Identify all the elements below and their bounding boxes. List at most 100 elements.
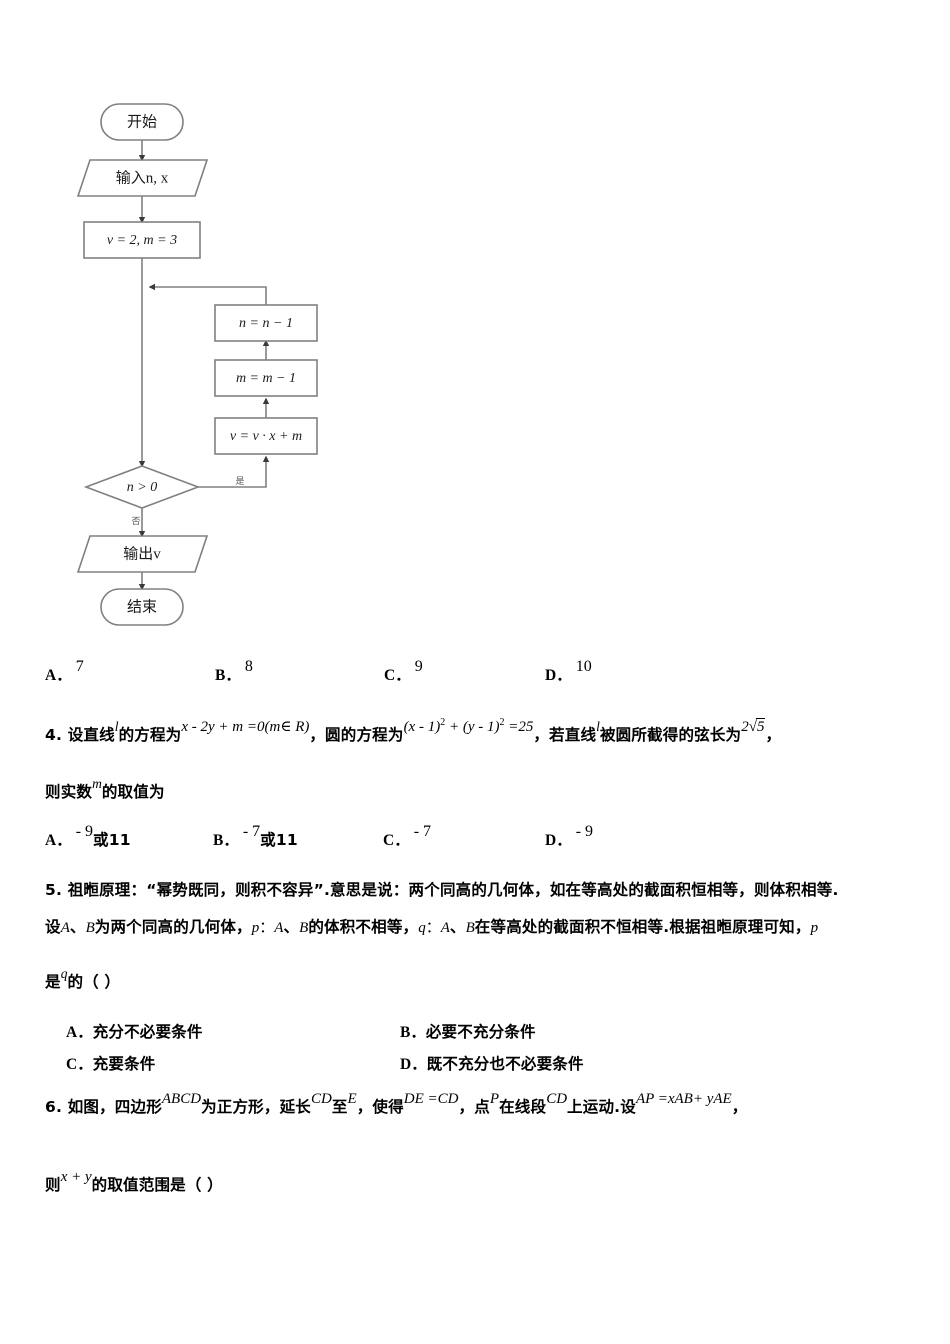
q6-t8: ，	[731, 1098, 748, 1116]
q4-option-c[interactable]: C． - 7	[383, 823, 431, 850]
q5-line2-B3: B	[465, 920, 475, 936]
flowchart-branch-label-no: 否	[131, 516, 140, 526]
q5-option-a[interactable]: A．充分不必要条件	[66, 1020, 203, 1042]
q5-line3-q: q	[60, 966, 68, 981]
q4-option-b-label: B．	[213, 832, 239, 849]
q6-m3: E	[347, 1091, 357, 1107]
q3-option-d-value: 10	[575, 658, 592, 675]
q6-m5: P	[489, 1091, 500, 1107]
q6-t5: ，点	[458, 1098, 490, 1116]
flowchart-node-ndec	[214, 304, 318, 342]
q4-text-2: 的方程为	[118, 726, 182, 744]
q5-line2-q: q	[418, 920, 426, 936]
q6-m1: ABCD	[161, 1091, 202, 1107]
q4-equation-line: x - 2y + m =0(m∈ R)	[181, 719, 310, 735]
q4-option-d[interactable]: D． - 9	[545, 823, 593, 850]
q5-line2-c: 为两个同高的几何体，	[94, 918, 252, 936]
q5-line2-g: ：	[425, 920, 441, 936]
q5-option-a-text: 充分不必要条件	[92, 1023, 203, 1041]
flowchart-node-init	[83, 221, 201, 259]
q4-option-a[interactable]: A． - 9或11	[45, 823, 131, 850]
q5-line1-text: 祖暅原理：“幂势既同，则积不容异”.意思是说：两个同高的几何体，如在等高处的截面…	[67, 881, 839, 899]
q5-stem-line1: 5. 祖暅原理：“幂势既同，则积不容异”.意思是说：两个同高的几何体，如在等高处…	[45, 881, 839, 899]
flowchart-node-end	[100, 588, 184, 626]
q5-line3-a: 是	[45, 973, 61, 991]
q4-chord-radicand: 5	[755, 718, 766, 735]
q4-line2-suffix: 的取值为	[101, 783, 165, 801]
q5-stem-line2: 设A、B为两个同高的几何体，p：A、B的体积不相等，q：A、B在等高处的截面积不…	[45, 918, 818, 936]
q6-stem-line2: 则x + y的取值范围是（ ）	[45, 1170, 223, 1194]
q4-chord-sqrt: √5	[748, 718, 766, 735]
q5-option-b[interactable]: B．必要不充分条件	[400, 1020, 536, 1042]
flowchart-svg: 开始 输入n, x v = 2, m = 3 n = n − 1 m = m −…	[76, 103, 318, 626]
q6-stem-line1: 6. 如图，四边形ABCD为正方形，延长CD至E，使得DE =CD，点P在线段C…	[45, 1092, 748, 1116]
q3-option-b-value: 8	[244, 658, 253, 675]
q6-m2: CD	[310, 1091, 332, 1107]
q6-line2-m: x + y	[60, 1169, 92, 1185]
q5-line2-A3: A	[440, 920, 450, 936]
q5-line2-f: 的体积不相等，	[308, 918, 419, 936]
q5-line2-b: 、	[69, 918, 86, 936]
connector-loopback	[148, 283, 267, 305]
q3-option-b[interactable]: B． 8	[215, 658, 253, 685]
q4-option-d-value: - 9	[575, 823, 594, 840]
q3-option-d-label: D．	[545, 667, 572, 684]
q5-option-d-label: D．	[400, 1056, 427, 1073]
q6-t2: 为正方形，延长	[201, 1098, 311, 1116]
q5-number: 5.	[45, 881, 63, 899]
q5-option-c[interactable]: C．充要条件	[66, 1052, 156, 1074]
q5-line2-i: 在等高处的截面积不恒相等.根据祖暅原理可知，	[474, 918, 811, 936]
q4-stem-line2: 则实数m的取值为	[45, 777, 165, 801]
flowchart-node-vcalc-label: v = v · x + m	[230, 429, 302, 444]
q4-equation-circle-mid: + (y - 1)	[445, 719, 500, 735]
flowchart-node-start	[100, 103, 184, 141]
q3-option-c-label: C．	[384, 667, 411, 684]
q3-option-a-label: A．	[45, 667, 72, 684]
flowchart-node-input-label: 输入n, x	[116, 169, 169, 186]
q5-option-c-text: 充要条件	[92, 1055, 156, 1073]
q5-option-d[interactable]: D．既不充分也不必要条件	[400, 1052, 584, 1074]
q4-option-d-label: D．	[545, 832, 572, 849]
q4-number: 4.	[45, 726, 63, 744]
q5-option-a-label: A．	[66, 1024, 93, 1041]
q5-line2-a: 设	[45, 918, 61, 936]
q4-option-a-value: - 9	[75, 823, 94, 840]
flowchart-branch-label-yes: 是	[235, 476, 244, 486]
q3-option-d[interactable]: D． 10	[545, 658, 592, 685]
q5-option-b-label: B．	[400, 1024, 426, 1041]
q5-stem-line3: 是q的（ ）	[45, 967, 120, 991]
q4-equation-circle-exp1: 2	[440, 717, 446, 728]
q4-option-c-value: - 7	[413, 823, 432, 840]
q6-t4: ，使得	[356, 1098, 404, 1116]
q5-option-c-label: C．	[66, 1056, 93, 1073]
q5-line2-p: p	[251, 920, 260, 936]
q4-text-5: 被圆所截得的弦长为	[599, 726, 742, 744]
flowchart-node-vcalc	[214, 417, 318, 455]
q4-equation-circle-base1: (x - 1)	[403, 719, 441, 735]
q3-option-a[interactable]: A． 7	[45, 658, 84, 685]
q5-line2-A: A	[60, 920, 70, 936]
q6-m4: DE =CD	[403, 1091, 459, 1107]
q6-t7: 上运动.设	[567, 1098, 636, 1116]
flowchart-node-end-label: 结束	[127, 598, 157, 615]
q4-var-l-1: l	[114, 719, 119, 734]
flowchart-node-init-label: v = 2, m = 3	[107, 233, 177, 248]
q5-option-d-text: 既不充分也不必要条件	[426, 1055, 584, 1073]
flowchart-node-input	[76, 159, 209, 197]
q5-line2-B: B	[85, 920, 95, 936]
q4-stem-line1: 4. 设直线l的方程为x - 2y + m =0(m∈ R)，圆的方程为(x -…	[45, 718, 781, 744]
q3-option-a-value: 7	[75, 658, 84, 675]
q4-option-b[interactable]: B． - 7或11	[213, 823, 298, 850]
flowchart-node-condition-label: n > 0	[127, 480, 157, 495]
q5-line2-A2: A	[274, 920, 284, 936]
q4-line2-prefix: 则实数	[45, 783, 93, 801]
q4-option-c-label: C．	[383, 832, 410, 849]
q5-line2-e: 、	[283, 918, 300, 936]
q3-option-c[interactable]: C． 9	[384, 658, 423, 685]
q5-line2-B2: B	[299, 920, 309, 936]
q4-text-3: ，圆的方程为	[309, 726, 404, 744]
q5-option-b-text: 必要不充分条件	[425, 1023, 536, 1041]
q4-option-b-value: - 7	[242, 823, 261, 840]
q6-t6: 在线段	[499, 1098, 547, 1116]
flowchart-node-start-label: 开始	[127, 113, 157, 130]
